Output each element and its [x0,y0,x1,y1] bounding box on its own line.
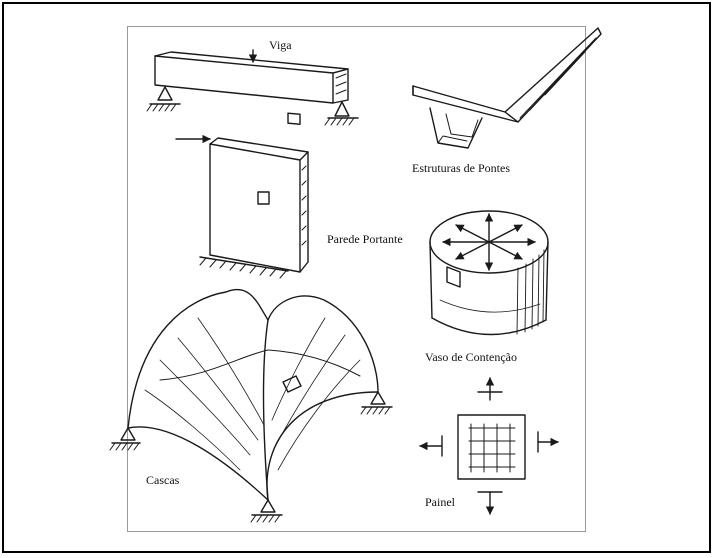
beam-figure [146,49,359,126]
label-cascas: Cascas [146,473,180,487]
figure-frame [2,2,711,553]
bridge-figure [412,27,602,149]
label-painel: Painel [425,495,455,509]
label-viga: Viga [269,38,292,52]
panel-figure [419,377,559,515]
figure-inner-border [127,26,586,532]
shell-figure [109,288,393,523]
wall-figure [175,134,309,279]
label-vaso-de-contencao: Vaso de Contenção [425,350,517,364]
label-parede-portante: Parede Portante [327,232,403,246]
vessel-figure [429,210,549,336]
label-estruturas-de-pontes: Estruturas de Pontes [412,161,510,175]
